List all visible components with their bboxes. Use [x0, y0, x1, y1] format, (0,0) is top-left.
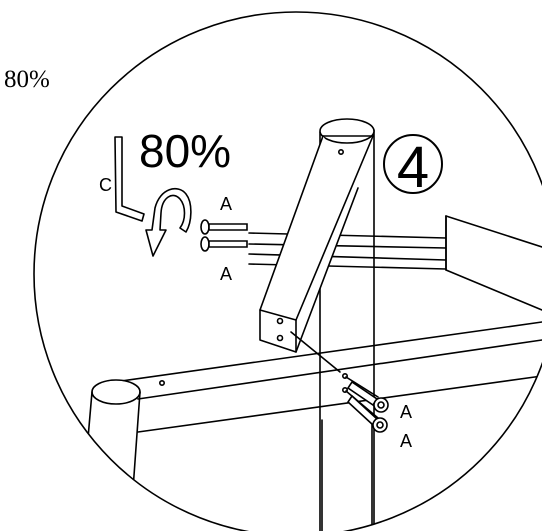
bolt-lower-right	[346, 394, 388, 433]
detail-circle	[33, 11, 542, 531]
bolt-label-upper-left: A	[220, 194, 232, 214]
bolt-label-upper-right: A	[400, 402, 412, 422]
bolt-lower-left	[200, 236, 248, 252]
right-bracket	[445, 215, 542, 311]
front-frame	[79, 321, 542, 531]
allen-key-icon	[114, 136, 145, 222]
bolt-upper-right	[346, 380, 389, 413]
tool-label: C	[99, 175, 112, 195]
outside-percent-label: 80%	[4, 66, 50, 93]
step-number: 4	[397, 135, 429, 200]
bolt-label-lower-right: A	[400, 431, 412, 451]
diagonal-brace	[259, 135, 374, 373]
bolt-label-lower-left: A	[220, 264, 232, 284]
rotation-arrow-icon	[145, 187, 192, 257]
step-number-circle	[383, 134, 443, 194]
torque-percent-label: 80%	[139, 125, 231, 177]
bolt-upper-left	[200, 219, 248, 235]
